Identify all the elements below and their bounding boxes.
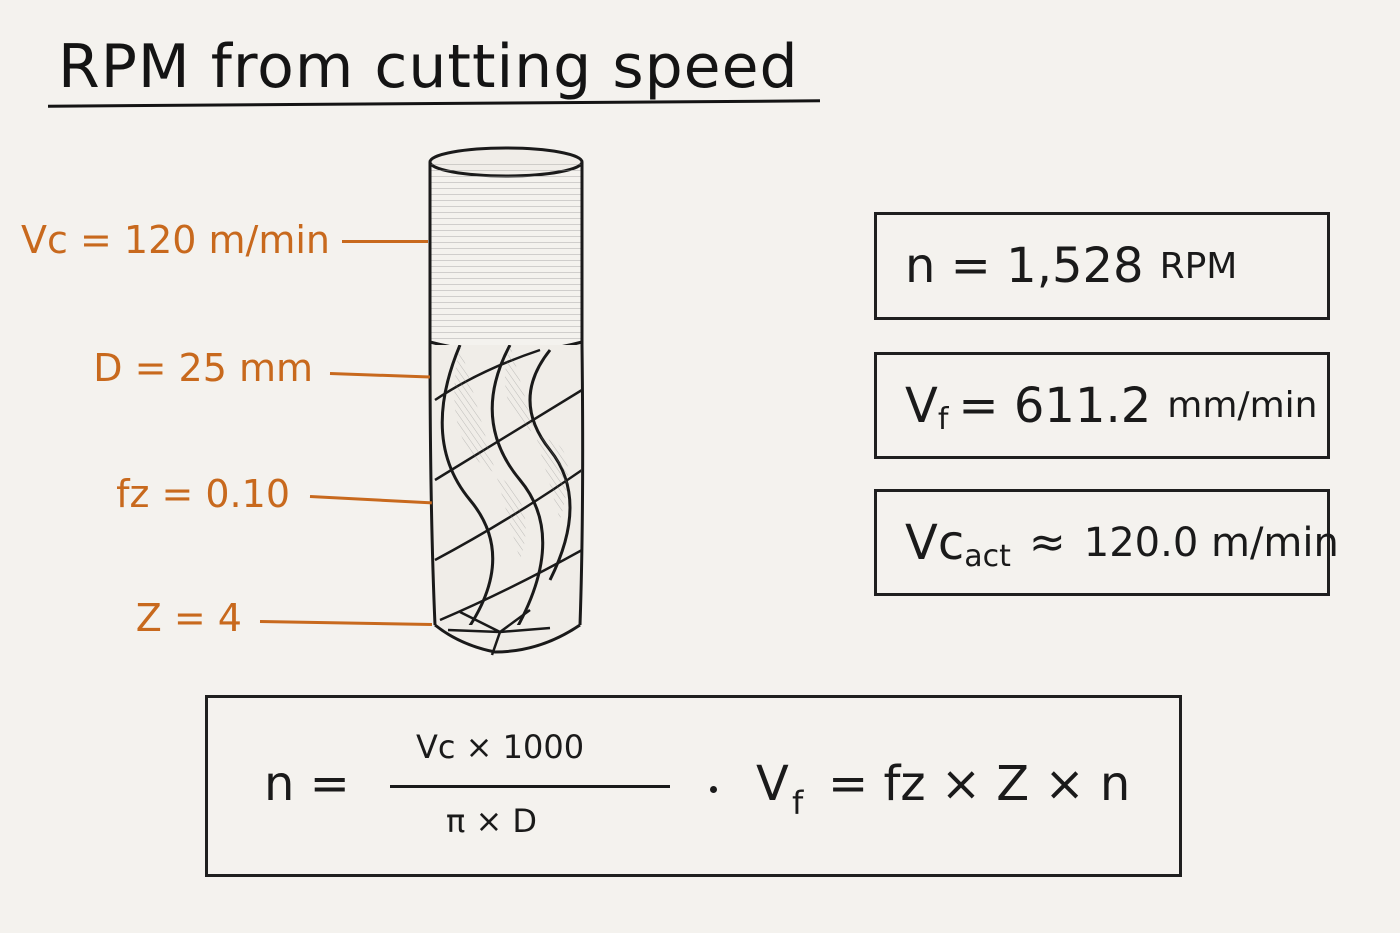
formula-numerator: Vc × 1000 (416, 728, 585, 766)
result-vcact-value: 120.0 m/min (1083, 519, 1339, 566)
param-z-label: Z = 4 (135, 596, 242, 640)
result-feed-symbol: V (905, 377, 938, 434)
formula-n-lhs: n = (264, 756, 350, 812)
result-vcact-box: Vc act ≈ 120.0 m/min (874, 489, 1339, 596)
param-fz-label: fz = 0.10 (116, 472, 290, 516)
formula-vf-symbol: V (756, 756, 789, 812)
formula-box: n = Vc × 1000 π × D V f = fz × Z × n (205, 695, 1182, 877)
result-rpm-box: n = 1,528 RPM (874, 212, 1330, 320)
result-feed-subscript: f (937, 402, 949, 437)
result-vcact-symbol: Vc (905, 514, 965, 571)
result-feed-box: V f = 611.2 mm/min (874, 352, 1330, 459)
formula-vf-rhs: = fz × Z × n (828, 756, 1131, 812)
page-title: RPM from cutting speed (58, 32, 799, 102)
formula-fraction-bar (390, 785, 670, 788)
formula-separator-dot (710, 786, 717, 793)
result-feed-unit: mm/min (1167, 385, 1318, 426)
result-rpm-unit: RPM (1159, 245, 1238, 287)
param-vc-leader (342, 240, 428, 243)
end-mill-drawing-icon (428, 146, 585, 656)
param-d-label: D = 25 mm (93, 346, 313, 390)
result-vcact-subscript: act (964, 539, 1011, 574)
param-vc-label: Vc = 120 m/min (21, 218, 330, 262)
formula-denominator: π × D (446, 802, 538, 840)
result-rpm-value: n = 1,528 (905, 238, 1144, 294)
result-vcact-approx: ≈ (1028, 517, 1066, 568)
formula-vf-subscript: f (792, 784, 804, 822)
result-feed-value: = 611.2 (958, 377, 1152, 434)
